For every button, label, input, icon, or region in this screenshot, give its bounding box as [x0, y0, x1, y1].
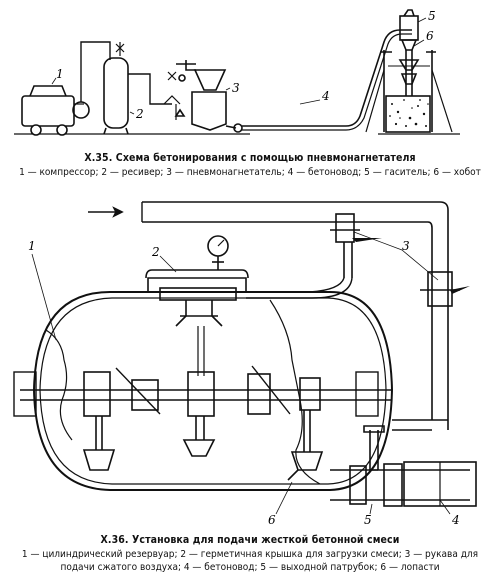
formwork: [365, 50, 460, 135]
outlet-branch: [330, 419, 477, 507]
fig35-label-4: 4: [321, 89, 330, 103]
fig35-scheme: [14, 9, 460, 136]
side-valve: [420, 271, 470, 307]
fig35-label-6: 6: [426, 29, 434, 43]
fig36-label-1: 1: [28, 239, 36, 253]
top-valve: [330, 213, 382, 278]
fig35-label-3: 3: [232, 81, 240, 95]
fig36-installation: [13, 201, 477, 515]
fig36-label-4: 4: [451, 513, 460, 527]
hermetic-lid: [145, 269, 249, 327]
chute: [398, 50, 420, 96]
air-hose: [142, 201, 449, 430]
air-pipe-1: [80, 41, 111, 102]
fig36-caption-legend-line2: подачи сжатого воздуха; 4 — бетоновод; 5…: [60, 562, 440, 573]
compressor: [21, 85, 90, 136]
receiver: [103, 57, 129, 135]
air-pipe-3: [128, 73, 172, 105]
mixing-blades: [82, 365, 324, 481]
fig35-label-1: 1: [56, 67, 64, 81]
fig35-label-2: 2: [135, 107, 144, 121]
cylindrical-reservoir: [32, 291, 394, 491]
concrete-fill: [389, 99, 429, 127]
fig36-label-2: 2: [151, 245, 160, 259]
fig36-label-6: 6: [268, 513, 276, 527]
pneumo-injector: [174, 60, 243, 133]
fig36-caption-title: Х.36. Установка для подачи жесткой бетон…: [100, 534, 400, 546]
fig35-caption-legend: 1 — компрессор; 2 — ресивер; 3 — пневмон…: [19, 167, 481, 178]
fig35-caption-title: Х.35. Схема бетонирования с помощью пнев…: [84, 152, 416, 164]
fig35-label-5: 5: [428, 9, 436, 23]
shaft: [20, 389, 392, 401]
fig36-label-3: 3: [402, 239, 410, 253]
pressure-gauge-icon: [207, 235, 229, 270]
fig36-caption-legend-line1: 1 — цилиндрический резервуар; 2 — гермет…: [21, 549, 479, 560]
concrete-pipeline: [242, 29, 412, 127]
fig36-label-5: 5: [364, 513, 372, 527]
